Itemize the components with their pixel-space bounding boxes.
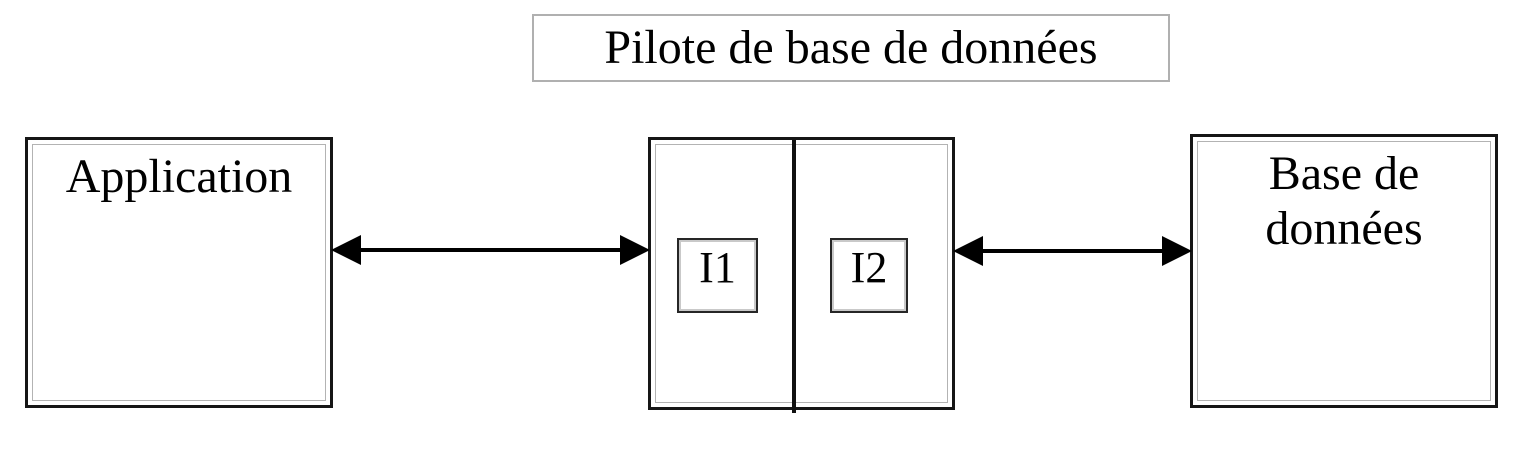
database-label: Base de données <box>1265 147 1423 256</box>
driver-box: I1 I2 <box>648 137 955 413</box>
driver-title-label: Pilote de base de données <box>604 21 1098 74</box>
driver-title-box: Pilote de base de données <box>532 14 1170 82</box>
database-box: Base de données <box>1190 134 1498 408</box>
database-box-inner-frame: Base de données <box>1197 141 1491 401</box>
app-driver-arrow-icon <box>331 235 650 265</box>
application-box: Application <box>25 137 333 408</box>
interface-i2-box: I2 <box>830 238 908 313</box>
interface-i2-label: I2 <box>850 243 888 292</box>
driver-database-arrow-icon <box>953 236 1192 266</box>
application-label: Application <box>65 150 293 203</box>
driver-box-inner-frame <box>655 144 948 403</box>
driver-divider-line <box>792 140 796 413</box>
interface-i1-box: I1 <box>677 238 758 313</box>
interface-i1-label: I1 <box>699 243 736 292</box>
application-box-inner-frame: Application <box>32 144 326 401</box>
